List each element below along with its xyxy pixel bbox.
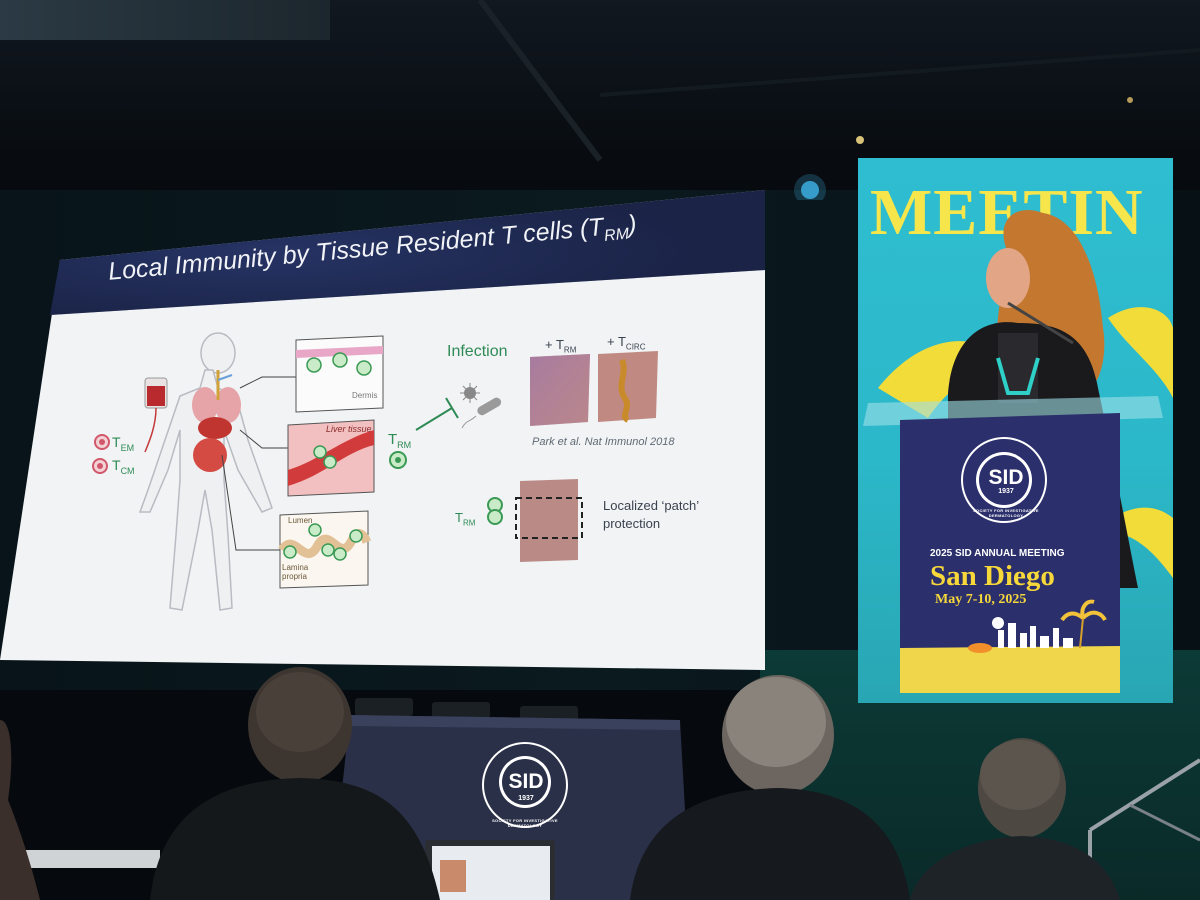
projection-screen <box>0 190 765 670</box>
table-sid-ring: SOCIETY FOR INVESTIGATIVE DERMATOLOGY <box>492 818 558 828</box>
trm-left-t: T <box>388 431 398 448</box>
citation: Park et al. Nat Immunol 2018 <box>532 436 675 448</box>
ceiling-lights <box>477 0 1200 200</box>
trm-left-sub: RM <box>397 440 412 450</box>
podium-sid-year: 1937 <box>998 488 1014 495</box>
podium-meeting-line: 2025 SID ANNUAL MEETING <box>930 548 1065 559</box>
tem-sub: EM <box>120 442 135 453</box>
trm-bottom-label: TRM <box>455 510 475 528</box>
tcm-label: TCM <box>112 457 135 476</box>
plus-trm-t: + T <box>545 337 564 352</box>
patch-line-1: Localized ‘patch’ <box>603 498 700 513</box>
palm-tree-icon <box>1060 599 1107 649</box>
tcm-t: T <box>112 457 121 473</box>
lamina-label: Lamina propria <box>282 563 309 581</box>
trm-bottom-sub: RM <box>462 518 476 528</box>
skyline-icon <box>998 623 1073 648</box>
bacteria-icon <box>461 397 502 429</box>
video-scene <box>863 209 1173 693</box>
organs-illustration <box>192 370 241 472</box>
plus-tcirc-t: + T <box>607 334 626 349</box>
infection-label: Infection <box>447 343 508 360</box>
trm-bottom-t: T <box>455 510 463 525</box>
dermis-inset <box>295 335 384 413</box>
skin-photo-patch <box>515 479 583 562</box>
table-sid-year: 1937 <box>518 795 534 802</box>
podium-city: San Diego <box>930 560 1055 592</box>
plus-tcirc-label: + TCIRC <box>607 334 645 352</box>
podium-dates: May 7-10, 2025 <box>935 592 1027 607</box>
plus-tcirc-sub: CIRC <box>625 342 646 352</box>
table-sid-logo: SID <box>508 770 544 793</box>
dermis-label: Dermis <box>352 391 378 400</box>
patch-protection-text: Localized ‘patch’ protection <box>603 497 699 533</box>
liver-inset <box>287 419 375 497</box>
podium-sid-ring: SOCIETY FOR INVESTIGATIVE DERMATOLOGY <box>973 508 1039 518</box>
virus-icon <box>460 383 480 403</box>
podium-sid-logo: SID <box>988 466 1024 489</box>
slide-title-subscript: RM <box>603 225 630 245</box>
lumen-label: Lumen <box>288 516 313 525</box>
human-figure-illustration <box>138 332 273 611</box>
blood-bag-icon <box>144 377 168 453</box>
tem-label: TEM <box>112 434 134 453</box>
skin-photo-trm <box>530 354 590 426</box>
patch-line-2: protection <box>603 516 661 531</box>
tcm-sub: CM <box>120 465 135 476</box>
ceiling-light-panel <box>0 0 330 40</box>
trm-left-label: TRM <box>388 431 411 450</box>
tem-t: T <box>112 434 121 450</box>
intestine-inset <box>278 510 372 589</box>
audience <box>0 667 1120 900</box>
plus-trm-sub: RM <box>563 345 577 355</box>
skin-photo-tcirc <box>598 351 658 423</box>
plus-trm-label: + TRM <box>545 337 576 355</box>
liver-label: Liver tissue <box>326 424 372 434</box>
